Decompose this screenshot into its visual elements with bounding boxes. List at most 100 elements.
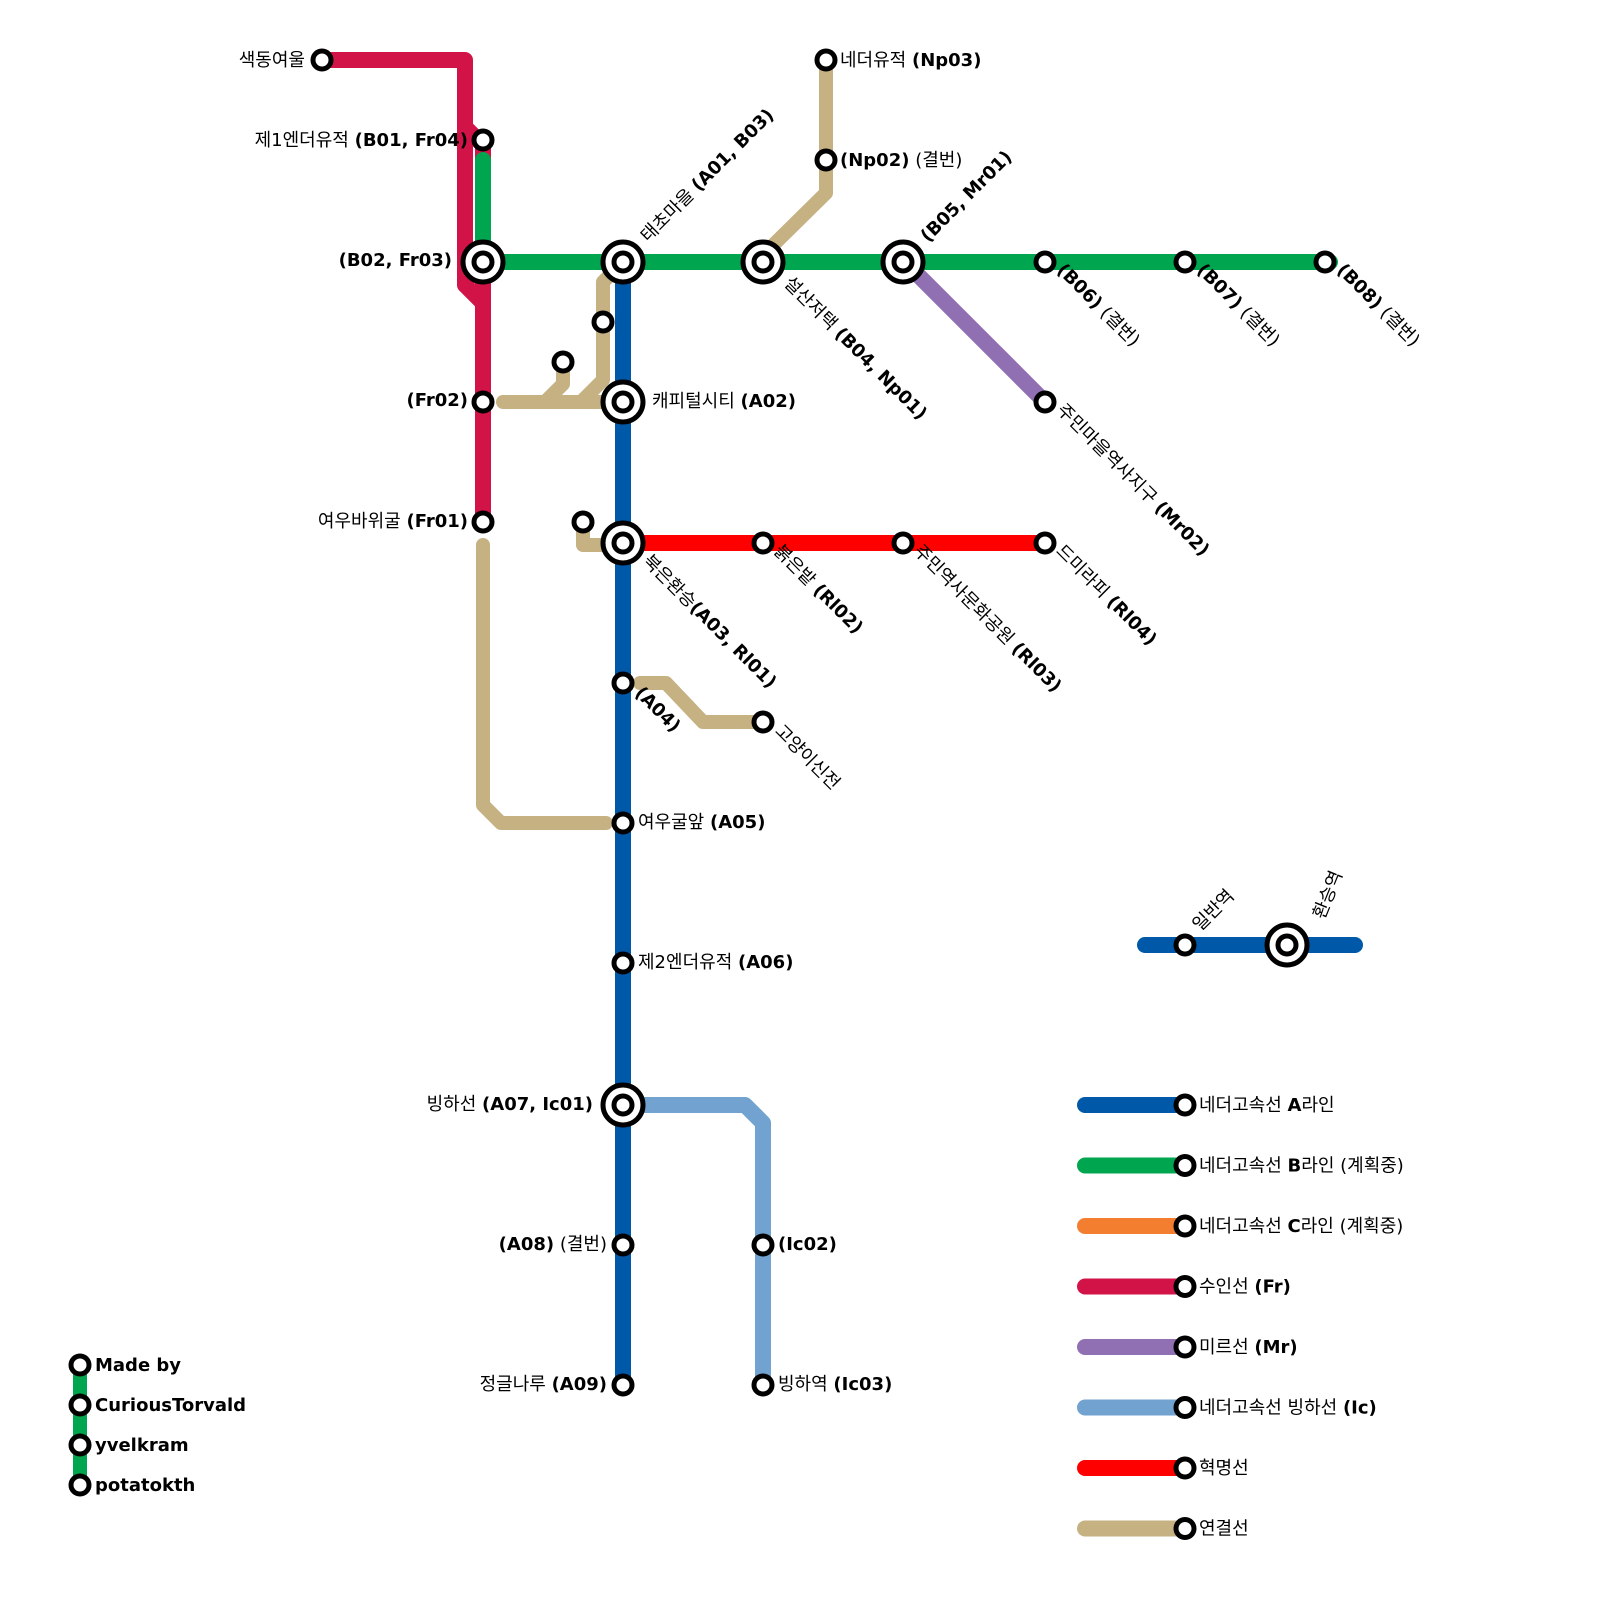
label-a09: 정글나루 (A09) [480, 1374, 607, 1395]
station-type-example: 일반역 환승역 [1137, 868, 1363, 968]
label-a08: (A08) (결번) [499, 1234, 607, 1255]
station-b02[interactable] [460, 239, 506, 285]
legend-label: 네더고속선 A라인 [1199, 1095, 1335, 1116]
connector-loop-line [574, 265, 620, 409]
label-cat: 고양이신전 [770, 721, 843, 794]
stations-transfer [460, 239, 926, 1128]
legend-label: 수인선 (Fr) [1199, 1277, 1291, 1298]
credit-text-1: Made by [95, 1355, 181, 1376]
station-loop[interactable] [591, 310, 615, 334]
station-a01[interactable] [600, 239, 646, 285]
label-mr02: 주민마을역사지구 (Mr02) [1052, 400, 1213, 561]
label-b01: 제1엔더유적 (B01, Fr04) [255, 130, 468, 151]
legend-item-b: 네더고속선 B라인 (계획중) [1077, 1154, 1404, 1177]
legend-label: 네더고속선 C라인 (계획중) [1199, 1216, 1403, 1237]
label-a07: 빙하선 (A07, Ic01) [427, 1094, 593, 1115]
credit-dot-4 [68, 1473, 92, 1497]
legend-item-a: 네더고속선 A라인 [1077, 1093, 1335, 1117]
label-a03: 북은환승(A03, Rl01) [638, 551, 780, 693]
credit-dot-2 [68, 1393, 92, 1417]
station-a09[interactable] [611, 1373, 635, 1397]
station-a03[interactable] [600, 520, 646, 566]
legend-station-dot [1173, 1093, 1197, 1117]
label-a01: 태초마을 (A01, B03) [637, 105, 779, 247]
credit-text-3: yvelkram [95, 1435, 189, 1456]
station-a03-stub[interactable] [571, 510, 595, 534]
legend-station-dot [1173, 1335, 1197, 1359]
legend-label: 네더고속선 B라인 (계획중) [1199, 1156, 1404, 1177]
legend-station-dot [1173, 1517, 1197, 1540]
fr-line-b01-b02 [457, 119, 491, 311]
label-fr01: 여우바위굴 (Fr01) [318, 511, 468, 532]
station-b04[interactable] [740, 239, 786, 285]
station-cat[interactable] [751, 710, 775, 734]
station-ic03[interactable] [751, 1373, 775, 1397]
legend-station-dot [1173, 1214, 1197, 1238]
station-rl04[interactable] [1033, 531, 1057, 555]
label-ic02: (Ic02) [778, 1234, 837, 1255]
station-b06[interactable] [1033, 250, 1057, 274]
label-b08: (B08) (결번) [1332, 260, 1423, 351]
credit-dot-1 [68, 1353, 92, 1377]
station-a05[interactable] [611, 811, 635, 835]
station-rl02[interactable] [751, 531, 775, 555]
legend-station-dot [1173, 1456, 1197, 1480]
legend-item-mr: 미르선 (Mr) [1077, 1335, 1298, 1359]
station-saekdong[interactable] [310, 48, 334, 72]
legend-item-fr: 수인선 (Fr) [1077, 1275, 1291, 1298]
station-labels: 색동여울 제1엔더유적 (B01, Fr04) (B02, Fr03) (Fr0… [239, 50, 1424, 1395]
mr-line [897, 254, 1053, 410]
label-b04: 설산저택 (B04, Np01) [779, 273, 931, 425]
legend-station-dot [1173, 1396, 1197, 1419]
station-b05[interactable] [880, 239, 926, 285]
example-transfer-station-inner [1275, 933, 1299, 957]
station-a06[interactable] [611, 951, 635, 975]
example-transfer-label: 환승역 [1309, 868, 1347, 922]
station-b08[interactable] [1313, 250, 1337, 274]
example-normal-label: 일반역 [1189, 886, 1239, 936]
label-b02: (B02, Fr03) [339, 250, 452, 271]
station-a08[interactable] [611, 1233, 635, 1257]
station-rl03[interactable] [891, 531, 915, 555]
label-np03: 네더유적 (Np03) [840, 50, 981, 71]
station-mr02[interactable] [1033, 390, 1057, 414]
label-rl03: 주민역사문화공원 (Rl03) [909, 541, 1065, 697]
legend-item-c: 네더고속선 C라인 (계획중) [1077, 1214, 1403, 1238]
station-a02[interactable] [600, 379, 646, 425]
legend-station-dot [1173, 1154, 1197, 1177]
legend-item-conn: 연결선 [1077, 1517, 1249, 1540]
credits: Made by CuriousTorvald yvelkram potatokt… [68, 1353, 246, 1497]
label-b06: (B06) (결번) [1052, 260, 1143, 351]
label-a05: 여우굴앞 (A05) [638, 812, 765, 833]
connector-a04-cat-line [633, 676, 772, 729]
station-np02[interactable] [814, 148, 838, 172]
connector-np-line [751, 53, 833, 267]
label-saekdong: 색동여울 [239, 50, 305, 71]
station-small-branch[interactable] [551, 350, 575, 374]
label-rl04: 드미라피 (Rl04) [1051, 541, 1160, 650]
station-a04[interactable] [611, 671, 635, 695]
label-np02: (Np02) (결번) [840, 150, 962, 171]
example-normal-station [1173, 933, 1197, 957]
stations-normal [310, 48, 1337, 1397]
label-ic03: 빙하역 (Ic03) [778, 1374, 892, 1395]
station-fr01[interactable] [471, 510, 495, 534]
label-a06: 제2엔더유적 (A06) [638, 952, 793, 973]
station-ic02[interactable] [751, 1233, 775, 1257]
legend-label: 혁명선 [1199, 1458, 1249, 1479]
ic-line [615, 1097, 771, 1393]
legend-label: 연결선 [1199, 1519, 1249, 1540]
label-rl02: 붉은밭 (Rl02) [769, 541, 867, 639]
station-b07[interactable] [1173, 250, 1197, 274]
label-a02: 캐피털시티 (A02) [652, 391, 796, 412]
legend-label: 미르선 (Mr) [1199, 1337, 1298, 1358]
legend-item-ic: 네더고속선 빙하선 (Ic) [1077, 1396, 1377, 1419]
station-np03[interactable] [814, 48, 838, 72]
station-fr02[interactable] [471, 390, 495, 414]
station-a07[interactable] [600, 1082, 646, 1128]
label-b07: (B07) (결번) [1192, 260, 1283, 351]
station-b01[interactable] [471, 128, 495, 152]
legend-item-rl: 혁명선 [1077, 1456, 1249, 1480]
